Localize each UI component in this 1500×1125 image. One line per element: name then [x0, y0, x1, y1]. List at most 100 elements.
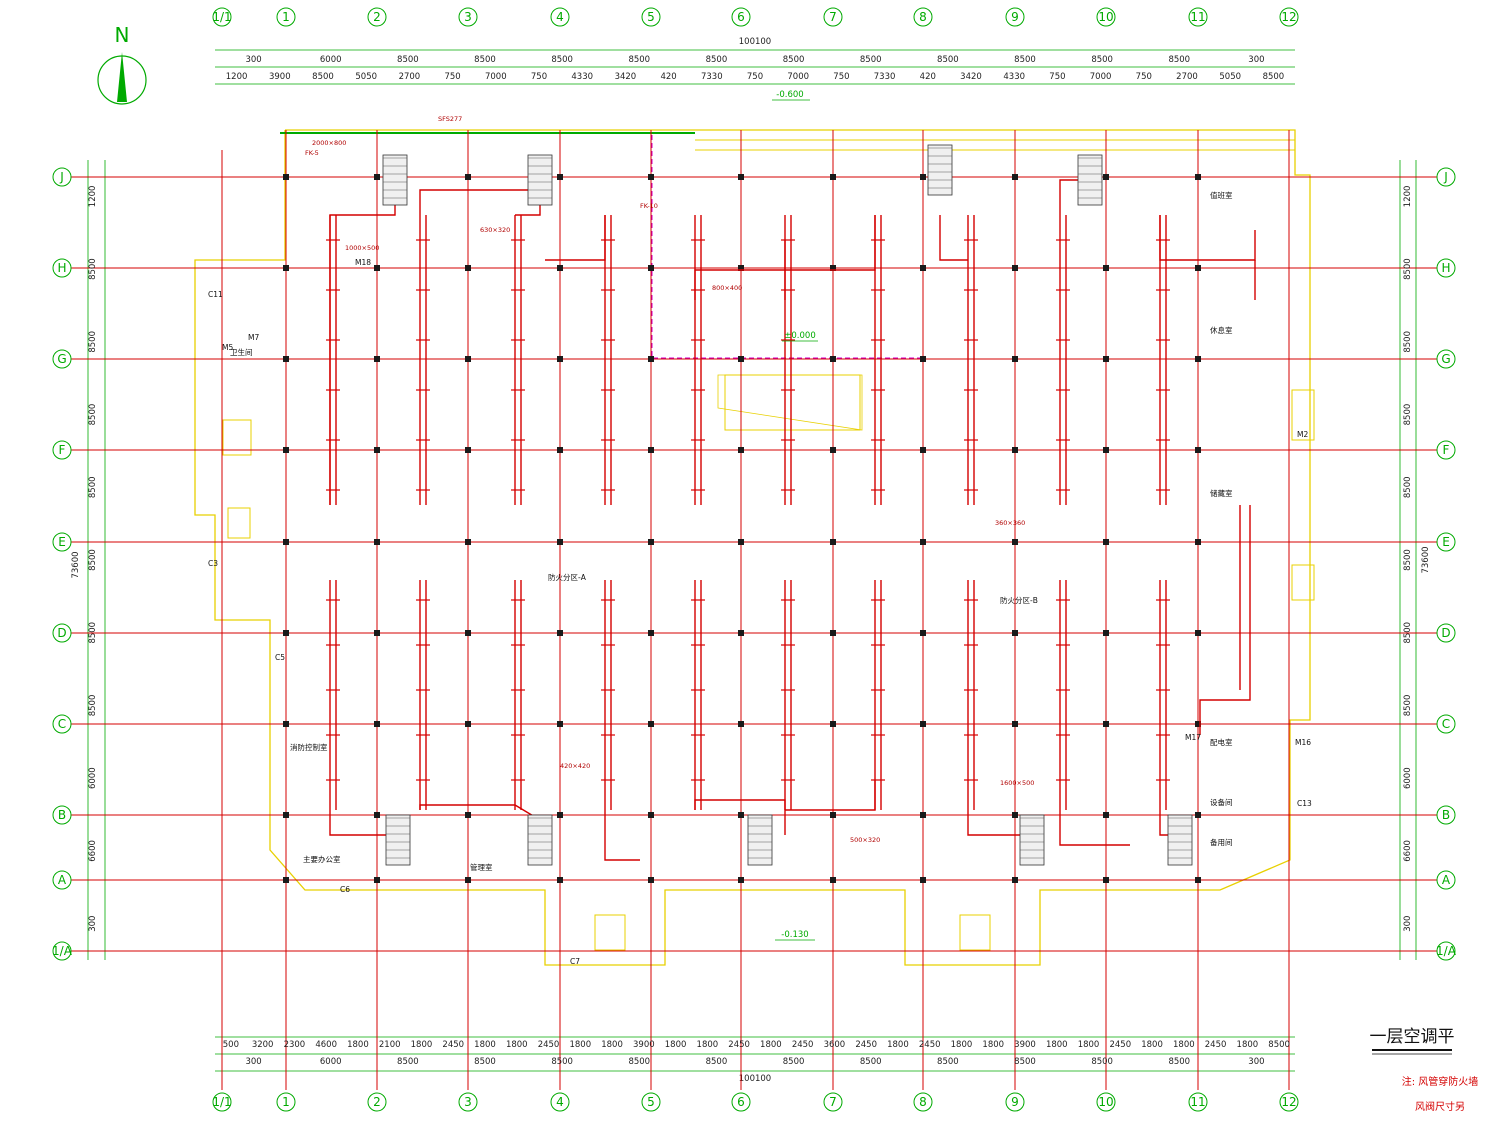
axis-bubble-v-5-top: 5	[641, 7, 661, 27]
svg-text:7: 7	[829, 1095, 837, 1109]
svg-text:10: 10	[1098, 10, 1113, 24]
axis-bubble-v-6-bottom: 6	[731, 1092, 751, 1112]
dim-value: 3900	[269, 72, 291, 82]
door-tag-2: M17	[1185, 733, 1201, 742]
svg-text:8: 8	[919, 1095, 927, 1109]
ahu-unit-3	[1077, 154, 1103, 206]
total-width-top: 100100	[739, 37, 771, 47]
svg-text:1/A: 1/A	[1436, 944, 1457, 958]
duct-run	[545, 215, 606, 261]
dim-value: 2450	[855, 1040, 877, 1050]
left-dimensions: 1200850085008500850085008500850060006600…	[88, 186, 98, 932]
svg-text:11: 11	[1190, 1095, 1205, 1109]
axis-bubble-v-4-top: 4	[550, 7, 570, 27]
right-dimensions: 1200850085008500850085008500850060006600…	[1403, 186, 1413, 932]
dim-value: 500	[223, 1040, 239, 1050]
dim-value: 8500	[88, 331, 98, 353]
svg-text:E: E	[1442, 535, 1450, 549]
duct-run	[419, 189, 540, 215]
dim-value: 8500	[1168, 1057, 1190, 1067]
opening-tags: M18 M17 M16 M7 M5 M2 C5 C6 C7 C11 C13 C3	[208, 258, 1312, 966]
room-label-8: 卫生间	[230, 347, 253, 357]
dim-value: 1800	[760, 1040, 782, 1050]
vertical-grid-lines	[221, 130, 1290, 1090]
dim-value: 750	[531, 72, 547, 82]
column	[738, 447, 744, 453]
svg-text:5: 5	[647, 10, 655, 24]
horizontal-grid-lines	[62, 176, 1440, 952]
column	[1012, 356, 1018, 362]
column	[374, 265, 380, 271]
column	[557, 812, 563, 818]
column	[374, 539, 380, 545]
svg-text:12: 12	[1281, 1095, 1296, 1109]
dim-value: 2450	[538, 1040, 560, 1050]
room-labels: 消防控制室 设备间 主要办公室 值班室 配电室 管理室 储藏室 卫生间 备用间 …	[230, 190, 1233, 872]
column	[738, 356, 744, 362]
svg-text:D: D	[1441, 626, 1450, 640]
dim-value: 750	[1049, 72, 1065, 82]
svg-text:7: 7	[829, 10, 837, 24]
duct-size-7: 2000×800	[312, 139, 346, 147]
dim-value: 8500	[1091, 55, 1113, 65]
duct-size-1: 1000×500	[345, 244, 379, 252]
column	[830, 630, 836, 636]
column	[920, 630, 926, 636]
column	[738, 265, 744, 271]
dim-value: 750	[1136, 72, 1152, 82]
column	[738, 174, 744, 180]
dim-value: 1800	[665, 1040, 687, 1050]
column	[830, 812, 836, 818]
ahu-unit-4	[385, 814, 411, 866]
axis-bubble-v-11-top: 11	[1188, 7, 1208, 27]
column	[830, 174, 836, 180]
svg-text:B: B	[58, 808, 66, 822]
column	[374, 812, 380, 818]
axis-bubble-h-H-left: H	[52, 258, 72, 278]
svg-text:6: 6	[737, 1095, 745, 1109]
column	[830, 447, 836, 453]
dim-value: 2450	[792, 1040, 814, 1050]
axis-bubble-h-J-right: J	[1436, 167, 1456, 187]
door-tag-6: M2	[1297, 430, 1308, 439]
column	[557, 174, 563, 180]
dim-value: 8500	[937, 1057, 959, 1067]
svg-text:1/A: 1/A	[52, 944, 73, 958]
column	[283, 265, 289, 271]
svg-text:2: 2	[373, 10, 381, 24]
svg-text:B: B	[1442, 808, 1450, 822]
column	[920, 447, 926, 453]
column	[283, 630, 289, 636]
dim-value: 7330	[701, 72, 723, 82]
axis-bubble-v-12-top: 12	[1279, 7, 1299, 27]
dim-value: 1800	[506, 1040, 528, 1050]
column	[374, 630, 380, 636]
column	[283, 539, 289, 545]
dim-value: 7330	[874, 72, 896, 82]
dim-value: 2700	[1176, 72, 1198, 82]
column	[1012, 630, 1018, 636]
dim-value: 2450	[1205, 1040, 1227, 1050]
column	[1195, 174, 1201, 180]
total-width-bottom: 100100	[739, 1074, 771, 1084]
dim-value: 6600	[88, 840, 98, 862]
equipment-tags: FK-10 FK-5 SFS277	[305, 115, 658, 210]
dim-value: 3600	[824, 1040, 846, 1050]
axis-bubble-h-J-left: J	[52, 167, 72, 187]
column	[648, 630, 654, 636]
duct-run	[419, 804, 541, 821]
dim-value: 4600	[315, 1040, 337, 1050]
axis-bubble-v-5-bottom: 5	[641, 1092, 661, 1112]
svg-text:C: C	[1442, 717, 1450, 731]
dim-value: 8500	[88, 404, 98, 426]
north-arrow: N	[97, 23, 147, 105]
dim-value: 5050	[355, 72, 377, 82]
column	[648, 356, 654, 362]
svg-text:3: 3	[464, 10, 472, 24]
dim-value: 1800	[601, 1040, 623, 1050]
svg-text:3: 3	[464, 1095, 472, 1109]
axis-bubble-h-1/A-left: 1/A	[52, 941, 73, 961]
axis-bubble-h-C-right: C	[1436, 714, 1456, 734]
